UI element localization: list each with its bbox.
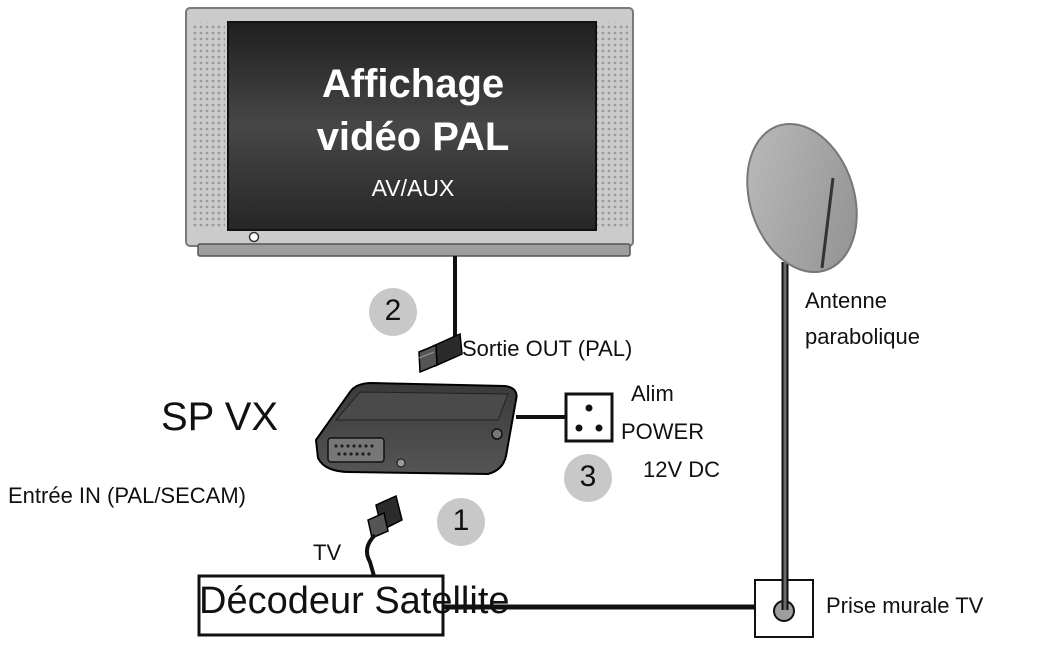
- step-1-number: 1: [452, 504, 470, 537]
- tv-speaker-grille-left: [191, 22, 225, 227]
- screen-title-line2: vidéo PAL: [316, 115, 510, 159]
- tv-monitor: [185, 7, 634, 257]
- antenna-label-line2: parabolique: [805, 324, 920, 349]
- decoder-cable: [364, 533, 377, 577]
- satellite-decoder: [197, 574, 445, 637]
- power-plug-icon: [564, 392, 614, 443]
- power-label-line1: Alim: [631, 381, 674, 406]
- power-label-line2: POWER: [621, 419, 705, 444]
- wall-socket-label: Prise murale TV: [826, 593, 984, 618]
- input-label: Entrée IN (PAL/SECAM): [8, 483, 246, 508]
- tv-power-led: [248, 231, 260, 243]
- adapter-power-jack: [491, 428, 503, 440]
- sp-vx-adapter: [314, 381, 518, 476]
- step-3-circle: [564, 454, 612, 502]
- tv-screen: [227, 21, 597, 231]
- step-2-circle: [369, 288, 417, 336]
- tv-stand-base: [197, 243, 631, 257]
- screen-subtitle: AV/AUX: [371, 175, 455, 201]
- step-2-number: 2: [384, 294, 402, 327]
- decoder-label: Décodeur Satellite: [199, 580, 510, 622]
- antenna-label-line1: Antenne: [805, 288, 887, 313]
- device-name: SP VX: [161, 395, 279, 439]
- scart-plug-output: [418, 332, 463, 374]
- screen-title-line1: Affichage: [321, 62, 505, 106]
- adapter-led: [396, 458, 406, 468]
- tv-label: TV: [313, 540, 342, 565]
- output-label: Sortie OUT (PAL): [462, 336, 633, 361]
- scart-plug-input: [367, 494, 403, 540]
- tv-speaker-grille-right: [594, 22, 628, 227]
- step-3-number: 3: [579, 460, 597, 493]
- adapter-scart-socket: [327, 437, 385, 463]
- satellite-dish: [746, 122, 858, 274]
- step-1-circle: [437, 498, 485, 546]
- power-label-line3: 12V DC: [643, 457, 721, 482]
- adapter-top-face: [334, 391, 509, 421]
